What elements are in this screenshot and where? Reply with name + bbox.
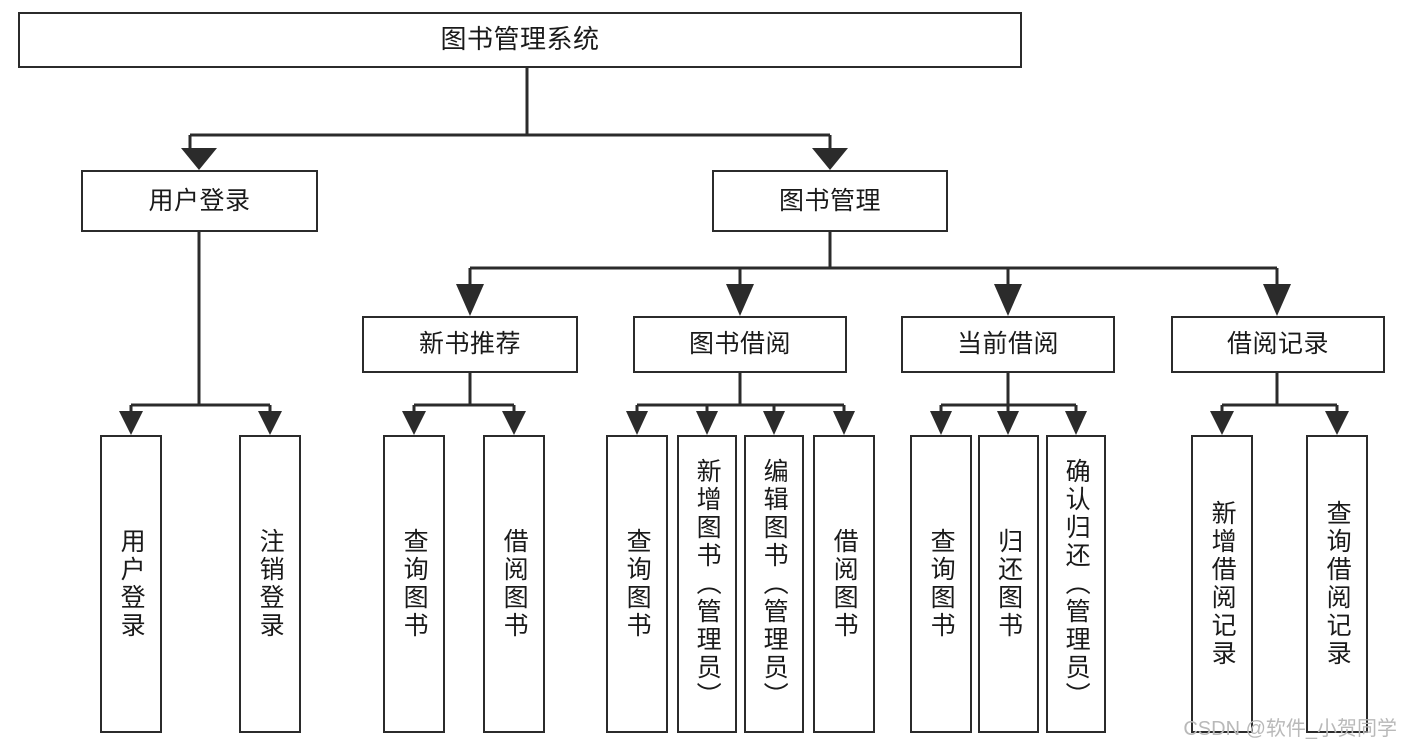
node-current-borrow-label: 当前借阅 xyxy=(956,330,1059,359)
node-leaf-borrow-book-a[interactable]: 借阅图书 xyxy=(483,435,545,733)
node-leaf-query-book-a[interactable]: 查询图书 xyxy=(383,435,445,733)
node-root[interactable]: 图书管理系统 xyxy=(18,12,1022,68)
node-leaf-edit-book[interactable]: 编辑图书（管理员） xyxy=(744,435,804,733)
node-leaf-query-book-b-label: 查询图书 xyxy=(623,528,652,640)
node-leaf-query-record-label: 查询借阅记录 xyxy=(1323,500,1352,668)
node-leaf-confirm-return-label: 确认归还（管理员） xyxy=(1062,458,1091,710)
node-leaf-query-book-c[interactable]: 查询图书 xyxy=(910,435,972,733)
node-leaf-user-login[interactable]: 用户登录 xyxy=(100,435,162,733)
node-leaf-query-record[interactable]: 查询借阅记录 xyxy=(1306,435,1368,733)
node-book-manage-label: 图书管理 xyxy=(778,186,881,215)
node-leaf-return-book-label: 归还图书 xyxy=(994,528,1023,640)
node-leaf-add-record-label: 新增借阅记录 xyxy=(1208,500,1237,668)
node-book-manage[interactable]: 图书管理 xyxy=(712,170,948,232)
node-borrow-record[interactable]: 借阅记录 xyxy=(1171,316,1385,373)
node-leaf-edit-book-label: 编辑图书（管理员） xyxy=(760,458,789,710)
node-leaf-add-record[interactable]: 新增借阅记录 xyxy=(1191,435,1253,733)
node-leaf-add-book-label: 新增图书（管理员） xyxy=(693,458,722,710)
node-leaf-query-book-c-label: 查询图书 xyxy=(927,528,956,640)
node-leaf-user-login-label: 用户登录 xyxy=(117,528,146,640)
node-borrow-record-label: 借阅记录 xyxy=(1226,330,1329,359)
node-leaf-borrow-book-b-label: 借阅图书 xyxy=(830,528,859,640)
node-user-login[interactable]: 用户登录 xyxy=(81,170,318,232)
node-leaf-query-book-b[interactable]: 查询图书 xyxy=(606,435,668,733)
node-leaf-logout-label: 注销登录 xyxy=(256,528,285,640)
node-leaf-borrow-book-a-label: 借阅图书 xyxy=(500,528,529,640)
node-user-login-label: 用户登录 xyxy=(148,186,251,215)
node-current-borrow[interactable]: 当前借阅 xyxy=(901,316,1115,373)
node-root-label: 图书管理系统 xyxy=(440,24,600,55)
node-leaf-borrow-book-b[interactable]: 借阅图书 xyxy=(813,435,875,733)
node-book-borrow-label: 图书借阅 xyxy=(688,330,791,359)
node-book-borrow[interactable]: 图书借阅 xyxy=(633,316,847,373)
node-leaf-return-book[interactable]: 归还图书 xyxy=(978,435,1039,733)
node-leaf-confirm-return[interactable]: 确认归还（管理员） xyxy=(1046,435,1106,733)
node-leaf-query-book-a-label: 查询图书 xyxy=(400,528,429,640)
node-leaf-logout[interactable]: 注销登录 xyxy=(239,435,301,733)
node-new-book-recommend-label: 新书推荐 xyxy=(418,330,521,359)
node-new-book-recommend[interactable]: 新书推荐 xyxy=(362,316,578,373)
watermark: CSDN @软件_小贺同学 xyxy=(1183,718,1397,740)
node-leaf-add-book[interactable]: 新增图书（管理员） xyxy=(677,435,737,733)
